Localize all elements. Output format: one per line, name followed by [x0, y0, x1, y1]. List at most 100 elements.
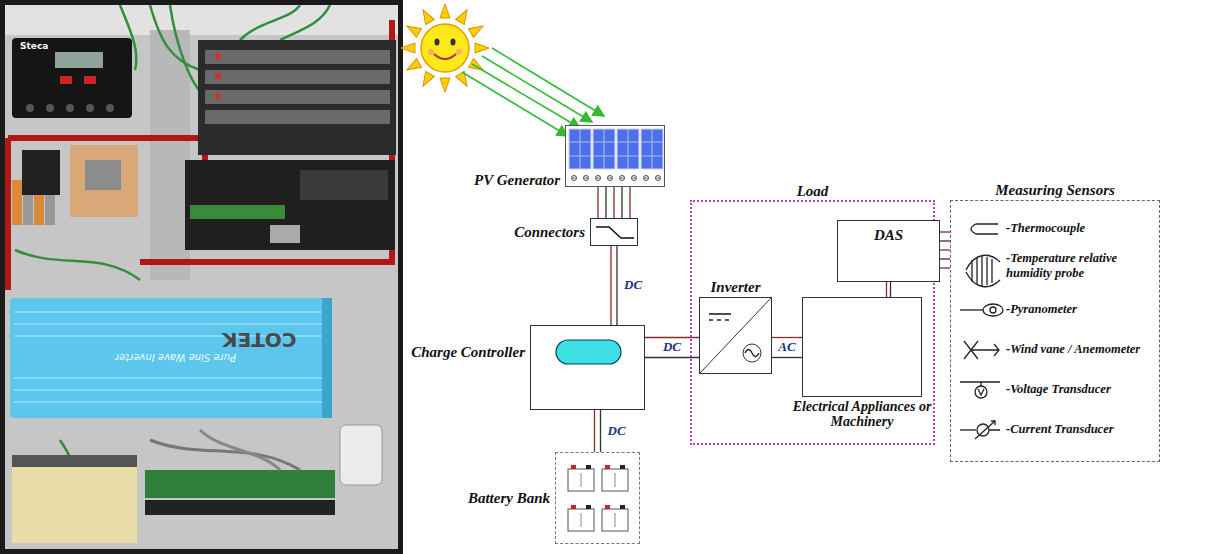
bat-symbol-part-part	[586, 465, 591, 469]
sun-icon-part	[401, 43, 415, 53]
sensor-symbols-part	[960, 382, 1000, 386]
enclosure-background	[0, 0, 403, 554]
pv-symbol-part-part	[645, 178, 648, 179]
bat-symbol-part-part	[581, 473, 582, 487]
charge-controller-unit-part	[86, 104, 94, 112]
data-logger-part	[198, 40, 396, 155]
charge-controller-unit	[12, 38, 132, 118]
pv-symbol-part-part	[656, 176, 661, 181]
sun-icon-part	[434, 54, 456, 59]
sensor-symbols-part	[978, 389, 984, 395]
bat-symbol-part-part	[602, 509, 628, 531]
bat-symbol-part-part	[615, 513, 616, 527]
bat-symbol-part-part	[571, 505, 576, 509]
pv-symbol-part-part	[593, 129, 615, 169]
enclosure-background-part	[0, 0, 403, 554]
sensor-symbols-part	[983, 304, 1003, 316]
appliance-box: Electrical Appliances or Machinery	[802, 297, 922, 397]
pv-symbol-part-part	[657, 178, 660, 179]
connector-line	[772, 357, 802, 358]
edge-label: DC	[606, 424, 628, 438]
sensor-symbols-part	[975, 421, 1000, 439]
connector-line	[629, 187, 630, 218]
bat-symbol-part-part	[568, 469, 594, 491]
green-wires-part	[15, 250, 140, 280]
sensor-label: -Pyranometer	[1006, 302, 1156, 317]
das-box: DAS	[837, 220, 940, 282]
bat-symbol-part	[556, 453, 639, 543]
power-connector	[611, 246, 617, 325]
sun-icon-part	[404, 22, 421, 38]
connector-line	[594, 410, 595, 452]
connector-line	[940, 258, 950, 259]
sun-icon-part	[456, 71, 472, 88]
node-heading: PV Generator	[474, 172, 560, 189]
pv-symbol-part-part	[573, 178, 576, 179]
connector-line	[940, 240, 950, 241]
inv-symbol-part	[700, 298, 771, 373]
data-logger-part	[215, 73, 221, 79]
data-logger-part	[215, 53, 221, 59]
sensor-label: -Voltage Transducer	[1006, 382, 1156, 397]
sunlight-arrows-part	[492, 48, 604, 116]
node-heading: Battery Bank	[468, 490, 550, 507]
connector-line	[772, 337, 802, 338]
sun-icon	[401, 4, 489, 92]
terminal-blocks	[12, 145, 138, 225]
enclosure-background-part	[5, 5, 398, 35]
charge-controller-unit-part	[106, 104, 114, 112]
bat-symbol-part-part	[571, 465, 576, 469]
pv-symbol-part-part	[596, 176, 601, 181]
connector-line	[886, 282, 887, 297]
connector-line	[610, 246, 611, 325]
sunlight-arrows-part	[482, 56, 592, 122]
data-logger-part	[215, 93, 221, 99]
bat-symbol-part-part	[620, 465, 625, 469]
terminal-blocks-part	[22, 150, 60, 195]
pv-symbol-part-part	[641, 129, 663, 169]
node-heading: Inverter	[711, 279, 761, 296]
charge-controller-unit-part	[66, 104, 74, 112]
sensor-label: -Temperature relative humidity probe	[1006, 251, 1156, 281]
pv-symbol-part-part	[585, 178, 588, 179]
green-wires-part	[280, 5, 330, 40]
sun-icon-part	[456, 49, 462, 55]
sun-icon-part	[440, 78, 450, 92]
inv-symbol-part-part	[700, 298, 771, 373]
brand-text: COTEK	[222, 330, 296, 350]
battery-and-terminals-part	[12, 455, 137, 543]
sun-icon-part	[435, 39, 440, 46]
battery-and-terminals-part	[200, 430, 280, 470]
load-region: LoadInverterDASElectrical Appliances or …	[690, 200, 935, 445]
node-heading: Connectors	[514, 224, 585, 241]
sensor-symbols-part	[977, 424, 989, 436]
bat-symbol-part-part	[602, 469, 628, 491]
pv-symbol-part-part	[617, 129, 639, 169]
battery-and-terminals	[12, 425, 382, 543]
bat-symbol-part-part	[568, 509, 594, 531]
edge-label: DC	[622, 278, 644, 292]
battery-and-terminals-part	[145, 500, 335, 515]
sun-icon-part	[404, 59, 421, 75]
pv-symbol-part-part	[632, 176, 637, 181]
node-heading: Charge Controller	[411, 344, 525, 361]
charge-controller-unit-part	[26, 104, 34, 112]
battery-and-terminals-part	[12, 455, 137, 467]
sun-icon-part	[421, 24, 469, 72]
inv-symbol-part-part	[743, 344, 761, 362]
bat-symbol-part-part	[615, 473, 616, 487]
pv-symbol-part-part	[593, 129, 615, 169]
pv-symbol-part-part	[569, 129, 591, 169]
inv-symbol-part-part	[709, 319, 729, 321]
sensor-symbols-part	[966, 255, 1000, 286]
red-cable-duct-part	[5, 138, 11, 290]
terminal-blocks-part	[12, 180, 22, 225]
power-connector	[887, 282, 891, 297]
pv-generator: PV Generator	[565, 125, 665, 187]
node-heading: DAS	[838, 221, 939, 244]
sun-icon-part	[468, 22, 485, 38]
conn-symbol	[591, 219, 637, 245]
battery-bank: Battery Bank	[555, 452, 640, 544]
data-logger	[185, 40, 396, 250]
